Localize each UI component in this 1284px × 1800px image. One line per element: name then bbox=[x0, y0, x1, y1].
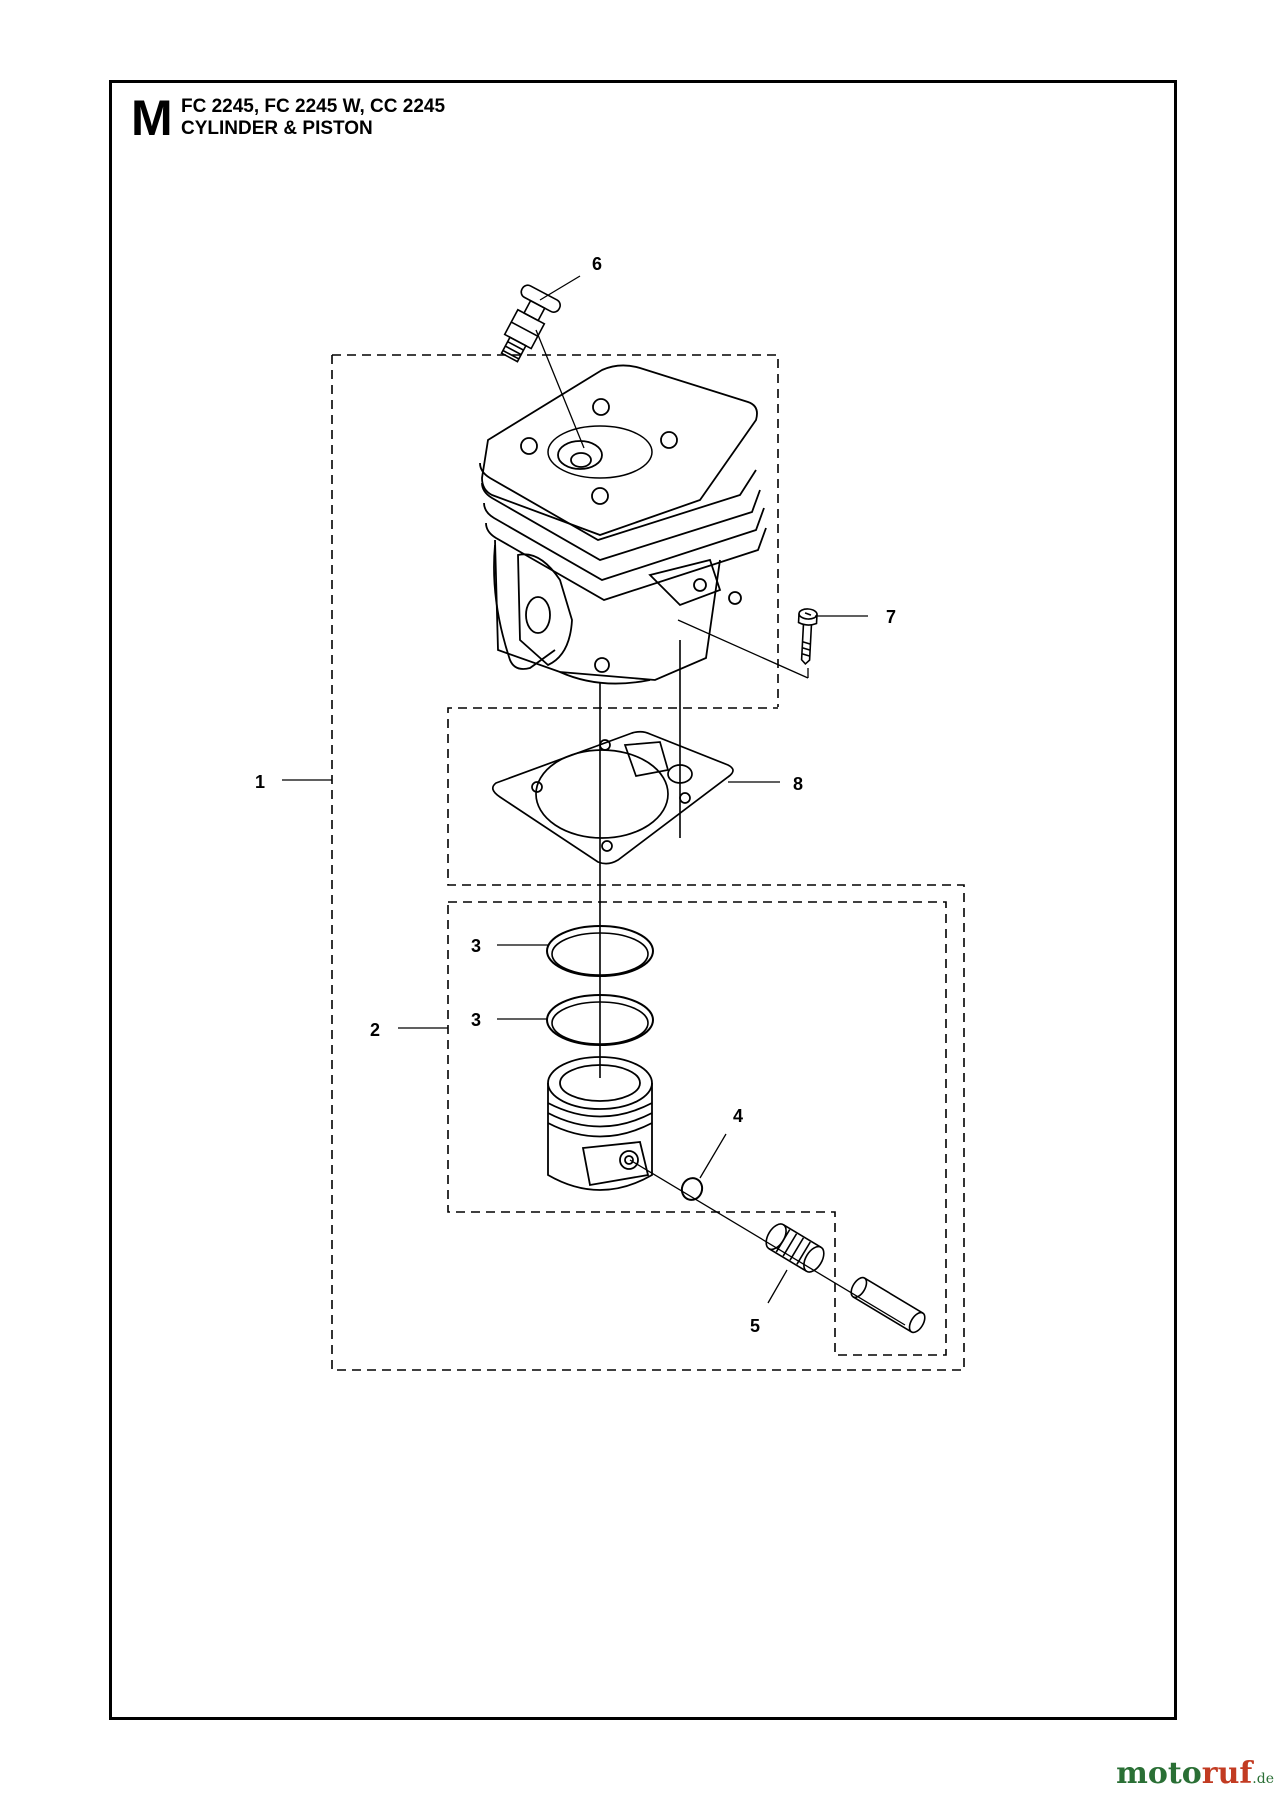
piston-ring-upper bbox=[546, 925, 654, 977]
title-block: FC 2245, FC 2245 W, CC 2245 CYLINDER & P… bbox=[181, 96, 445, 140]
callout-5: 5 bbox=[750, 1316, 760, 1336]
piston-pin bbox=[850, 1276, 926, 1334]
valve-axis bbox=[535, 329, 585, 449]
needle-bearing bbox=[765, 1223, 825, 1273]
cylinder bbox=[479, 364, 767, 685]
callout-1: 1 bbox=[255, 772, 265, 792]
piston-pin-axis bbox=[629, 1159, 906, 1326]
callout-3-lower: 3 bbox=[471, 1010, 481, 1030]
callout-8: 8 bbox=[793, 774, 803, 794]
group-box-1 bbox=[331, 354, 965, 1371]
callout-6: 6 bbox=[592, 254, 602, 274]
callout-7: 7 bbox=[886, 607, 896, 627]
leader-4 bbox=[699, 1133, 727, 1179]
callout-4: 4 bbox=[733, 1106, 743, 1126]
callout-3-upper: 3 bbox=[471, 936, 481, 956]
base-gasket bbox=[491, 730, 734, 865]
watermark-logo: motoruf.de bbox=[1116, 1756, 1274, 1791]
screw bbox=[797, 608, 818, 666]
leader-6 bbox=[539, 275, 581, 301]
decompression-valve bbox=[500, 284, 561, 363]
group-box-2 bbox=[447, 901, 947, 1356]
model-list: FC 2245, FC 2245 W, CC 2245 bbox=[181, 96, 446, 117]
callout-2: 2 bbox=[370, 1020, 380, 1040]
piston bbox=[547, 1056, 653, 1191]
piston-ring-lower bbox=[546, 994, 654, 1046]
leader-5 bbox=[767, 1269, 788, 1304]
circlip bbox=[680, 1177, 704, 1201]
page-frame bbox=[109, 80, 1177, 1720]
page-title: CYLINDER & PISTON bbox=[181, 118, 373, 139]
section-letter: M bbox=[131, 90, 173, 146]
